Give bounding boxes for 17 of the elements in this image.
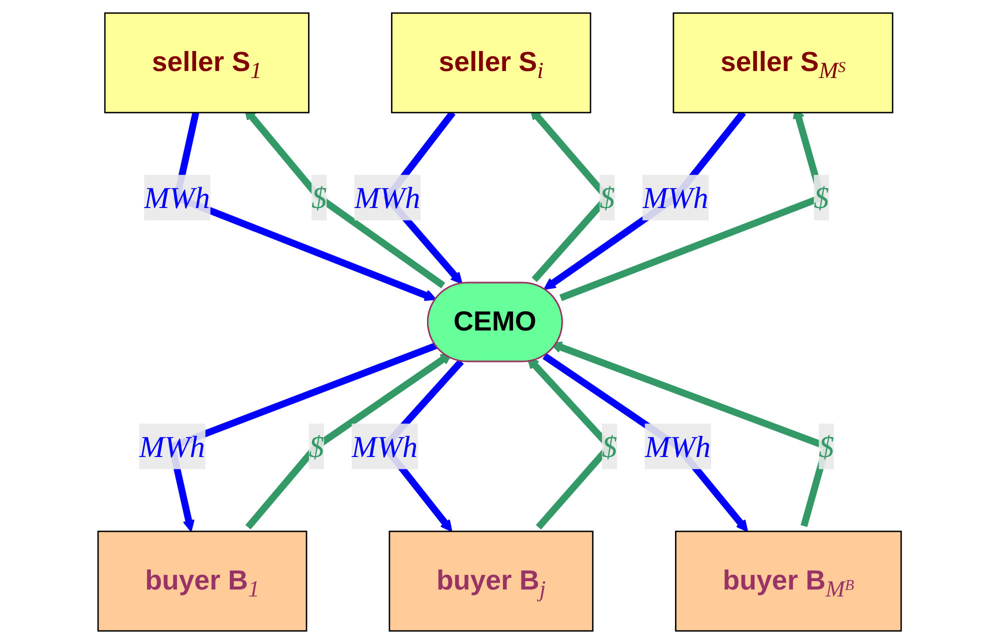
edge-label: MWh [139,429,206,464]
edge-label: $ [814,180,830,215]
edge-label: $ [312,180,328,215]
edge-label: MWh [144,180,210,215]
edge-label: MWh [352,429,418,464]
node-box: buyer B$_{1}$ [98,530,308,632]
edge-label: $ [309,429,324,464]
arrow [542,353,748,532]
edge-label: MWh [642,180,709,215]
node-box: seller S$_{1}$ [104,12,310,114]
edge-label: MWh [645,429,712,464]
edge-label: $ [602,429,618,464]
edge-label: $ [600,180,616,215]
node-box: seller S$_{i}$ [391,12,592,114]
node-box: buyer B$_{j}$ [389,530,594,632]
edge-label: $ [819,429,834,464]
edge-label: MWh [354,180,421,215]
